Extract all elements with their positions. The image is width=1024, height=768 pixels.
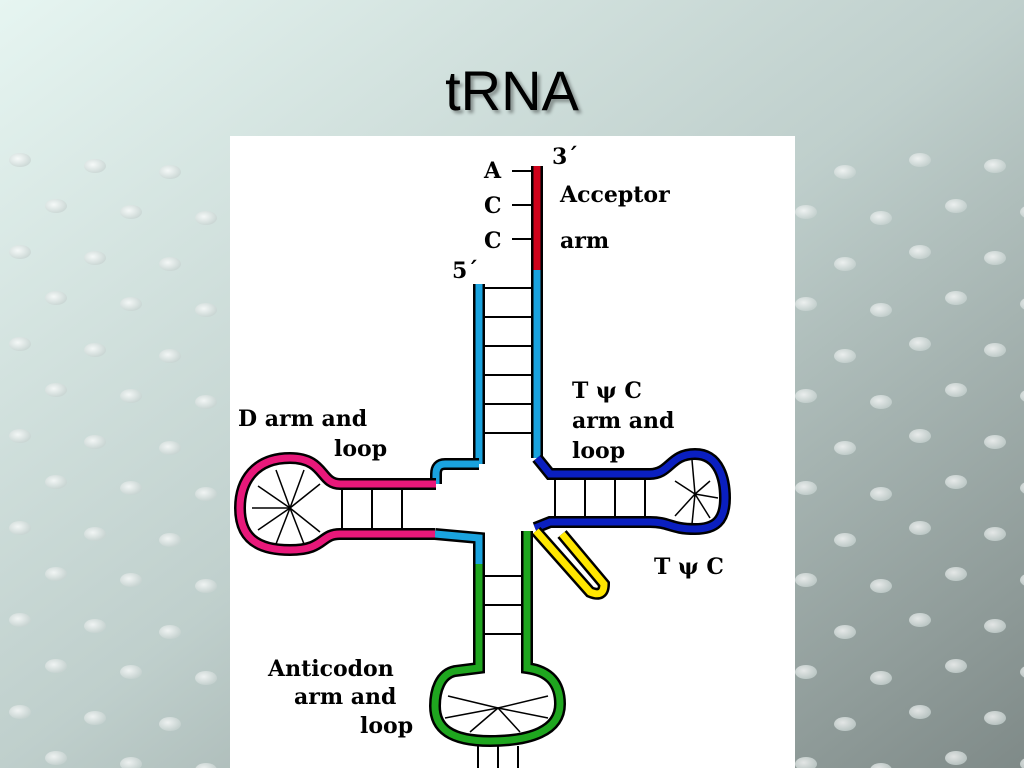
anticodon-label-line3: loop bbox=[360, 713, 413, 739]
acceptor-base-ticks bbox=[512, 170, 532, 240]
acceptor-arm-label-line2: arm bbox=[560, 228, 609, 254]
d-arm-label-line2: loop bbox=[334, 436, 387, 462]
d-arm-label-line1: D arm and bbox=[238, 406, 367, 432]
trna-cloverleaf-diagram: A C C 3´ 5´ Acceptor arm T ψ C arm and l… bbox=[233, 144, 732, 768]
left-lower-connector bbox=[434, 530, 483, 564]
three-prime-end-label: 3´ bbox=[552, 144, 578, 170]
anticodon-arm bbox=[431, 531, 564, 745]
left-upper-connector bbox=[432, 460, 479, 484]
variable-loop bbox=[531, 527, 611, 600]
tpsic-arm-and-loop bbox=[532, 447, 732, 536]
base-c1: C bbox=[484, 193, 502, 219]
tpsic-arm-outline bbox=[532, 447, 732, 536]
anticodon-label-line1: Anticodon bbox=[267, 656, 394, 682]
tpsic-arm-label-line2: arm and bbox=[572, 408, 674, 434]
anticodon-label-line2: arm and bbox=[294, 684, 396, 710]
anticodon-left-stem-outline bbox=[428, 531, 567, 748]
base-c2: C bbox=[484, 228, 502, 254]
trna-diagram-panel: A C C 3´ 5´ Acceptor arm T ψ C arm and l… bbox=[230, 136, 795, 768]
tpsic-arm bbox=[533, 450, 729, 533]
tpsic-arm-label-line3: loop bbox=[572, 438, 625, 464]
anticodon-arm-and-loop bbox=[428, 531, 567, 768]
base-pair-rungs bbox=[252, 287, 719, 733]
d-arm-and-loop bbox=[233, 451, 436, 557]
tpsic-arm-label-line1: T ψ C bbox=[572, 378, 642, 404]
acceptor-arm bbox=[473, 166, 543, 464]
slide-title: tRNA bbox=[445, 59, 579, 122]
variable-loop-fill bbox=[533, 528, 608, 598]
junction-connectors bbox=[430, 458, 485, 564]
anticodon-bottom-lines bbox=[477, 746, 519, 768]
base-a: A bbox=[483, 158, 502, 184]
acceptor-arm-label-line1: Acceptor bbox=[559, 182, 670, 208]
d-arm bbox=[236, 454, 436, 554]
five-prime-end-label: 5´ bbox=[452, 258, 478, 284]
tpsic-loop-label: T ψ C bbox=[654, 554, 724, 580]
